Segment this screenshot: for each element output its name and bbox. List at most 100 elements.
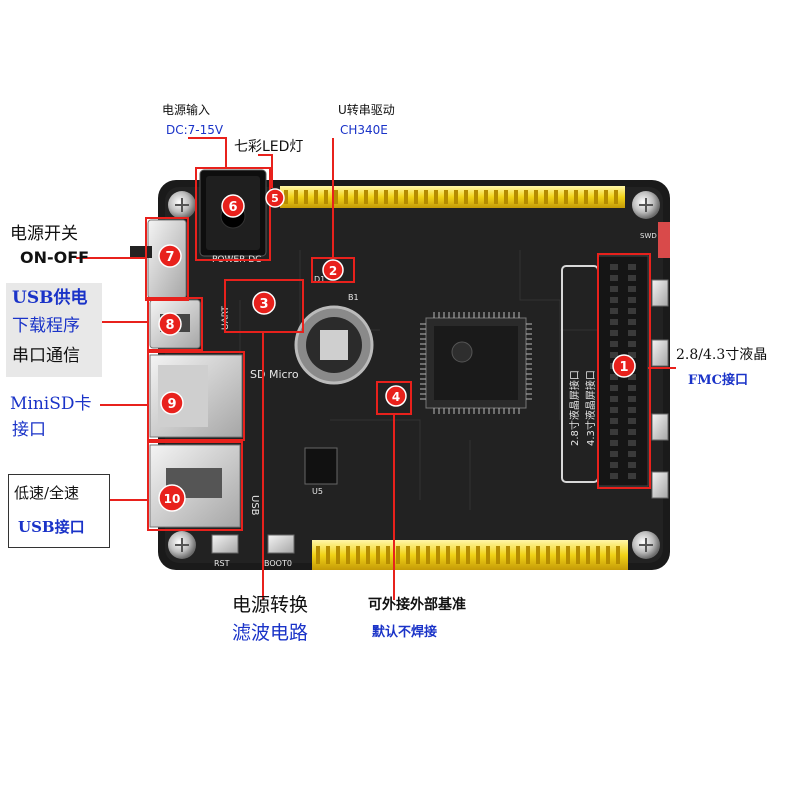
lcd-pin [610, 308, 618, 314]
header-pin [616, 546, 620, 564]
lcd-pin [628, 341, 636, 347]
header-pin [536, 546, 540, 564]
lcd-pin [628, 418, 636, 424]
lcd-pin [628, 462, 636, 468]
header-pin [566, 546, 570, 564]
callout-lines [76, 137, 676, 600]
header-pin [576, 546, 580, 564]
lcd-pin [610, 473, 618, 479]
label-low-full-speed: 低速/全速 [14, 484, 80, 502]
header-pin [344, 190, 348, 204]
label-on-off: ON-OFF [20, 248, 90, 267]
label-power-conversion: 电源转换 [232, 594, 309, 616]
header-pin [424, 190, 428, 204]
marker-3: 3 [252, 291, 276, 315]
header-pin [476, 546, 480, 564]
label-external-reference: 可外接外部基准 [368, 597, 466, 613]
header-pin [404, 190, 408, 204]
label-fmc-interface: FMC接口 [688, 373, 748, 388]
header-pin [464, 190, 468, 204]
header-pin [506, 546, 510, 564]
lcd-pin [610, 429, 618, 435]
header-pin [354, 190, 358, 204]
header-pin [366, 546, 370, 564]
coin-battery-holder [294, 305, 374, 385]
marker-5-text: 5 [271, 192, 279, 205]
lcd-pin [628, 407, 636, 413]
silk-boot0: BOOT0 [264, 559, 292, 568]
header-pin [446, 546, 450, 564]
marker-10-text: 10 [164, 492, 181, 506]
header-pin [594, 190, 598, 204]
lcd-pin [610, 451, 618, 457]
marker-1-text: 1 [619, 360, 628, 375]
lcd-pin [628, 429, 636, 435]
label-default-no-solder: 默认不焊接 [372, 625, 438, 640]
swd-header [658, 222, 670, 258]
header-pin [614, 190, 618, 204]
marker-2-text: 2 [329, 264, 337, 278]
line-power-input [188, 137, 227, 168]
label-filter-circuit: 滤波电路 [232, 622, 309, 644]
lcd-pin [628, 473, 636, 479]
label-interface: 接口 [12, 420, 46, 440]
header-pin [336, 546, 340, 564]
header-pin [604, 190, 608, 204]
header-pin [284, 190, 288, 204]
lcd-pin [628, 330, 636, 336]
header-pin [416, 546, 420, 564]
silk-usb: USB [249, 495, 260, 516]
header-pin [346, 546, 350, 564]
header-pin [524, 190, 528, 204]
header-pin [304, 190, 308, 204]
marker-9-text: 9 [167, 397, 176, 412]
header-pin [516, 546, 520, 564]
silk-lcd-43: 4.3寸液晶屏接口 [584, 370, 597, 446]
lcd-pin [628, 308, 636, 314]
number-markers: 1 2 3 4 5 6 7 8 9 10 [158, 188, 636, 512]
lcd-pin [628, 352, 636, 358]
box-sd [147, 351, 245, 441]
marker-8: 8 [158, 312, 182, 336]
header-pin [496, 546, 500, 564]
lcd-pin [610, 341, 618, 347]
header-pin [426, 546, 430, 564]
boot-button [267, 534, 295, 554]
lcd-pin [628, 440, 636, 446]
header-pin [504, 190, 508, 204]
header-pin [514, 190, 518, 204]
silk-sd-micro: SD Micro [250, 368, 299, 381]
mcu-chip [420, 312, 532, 414]
small-ic [304, 447, 338, 485]
label-usb-power: USB供电 [12, 288, 88, 308]
lcd-pin [610, 275, 618, 281]
header-pin [314, 190, 318, 204]
header-pin [294, 190, 298, 204]
lcd-pin [610, 352, 618, 358]
marker-6: 6 [221, 194, 245, 218]
usb-interface-label-box [8, 474, 110, 548]
marker-2: 2 [322, 259, 344, 281]
header-pin [396, 546, 400, 564]
header-pin [456, 546, 460, 564]
lcd-pin [610, 374, 618, 380]
lcd-pin [610, 319, 618, 325]
header-pin [546, 546, 550, 564]
lcd-pin [628, 451, 636, 457]
label-power-input-spec: DC:7-15V [166, 123, 224, 137]
marker-4-text: 4 [392, 390, 400, 404]
box-dc-jack [195, 167, 271, 261]
marker-4: 4 [385, 385, 407, 407]
header-pin [574, 190, 578, 204]
lcd-pin [628, 275, 636, 281]
line-led [258, 154, 273, 188]
silk-d1: D1 [314, 275, 325, 284]
label-serial-comm: 串口通信 [12, 346, 80, 366]
header-pin [364, 190, 368, 204]
header-pin [386, 546, 390, 564]
bottom-pin-header [312, 540, 628, 570]
lcd-pin [628, 385, 636, 391]
header-pin [564, 190, 568, 204]
header-pin [376, 546, 380, 564]
